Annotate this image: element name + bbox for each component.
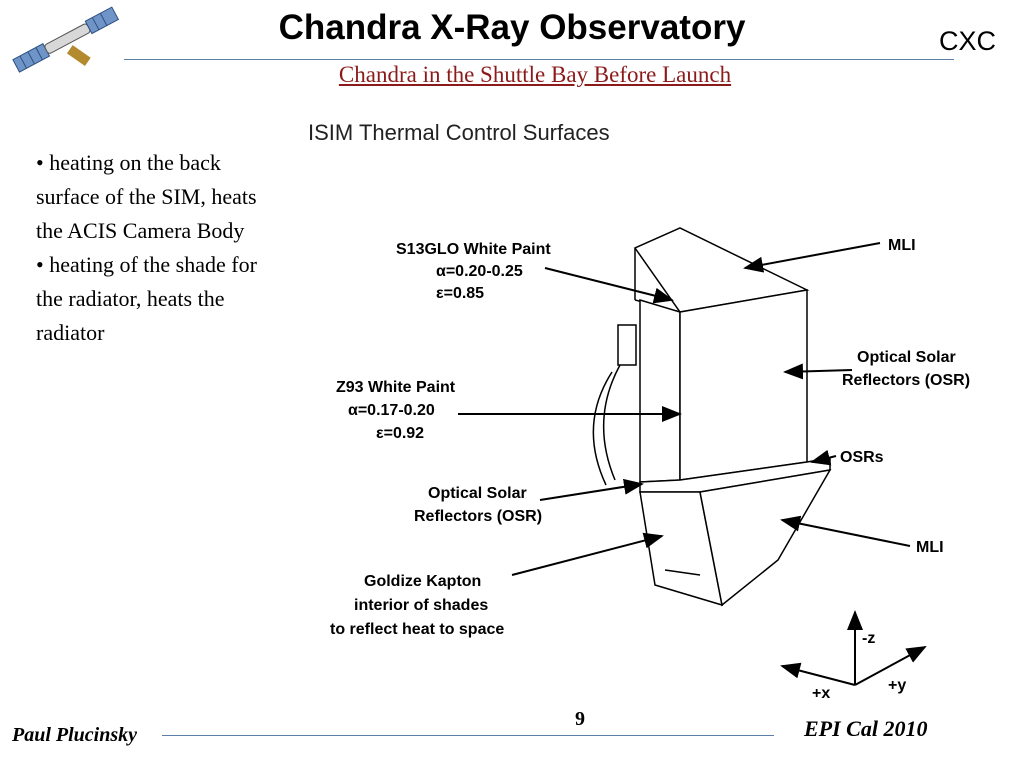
osr-right-label-line1: Optical Solar: [857, 349, 956, 366]
z93-label: Z93 White Paint: [336, 379, 456, 396]
diagram-title: ISIM Thermal Control Surfaces: [308, 120, 610, 145]
s13glo-alpha: α=0.20-0.25: [436, 263, 523, 280]
kapton-label-line1: Goldize Kapton: [364, 573, 481, 590]
osrs-label: OSRs: [840, 449, 884, 466]
s13glo-label: S13GLO White Paint: [396, 241, 551, 258]
z93-alpha: α=0.17-0.20: [348, 402, 435, 419]
page-title: Chandra X-Ray Observatory: [278, 8, 746, 47]
org-label: CXC: [938, 26, 996, 56]
osr-left-label-line2: Reflectors (OSR): [414, 508, 542, 525]
osr-right-label-line2: Reflectors (OSR): [842, 372, 970, 389]
osr-left-label-line1: Optical Solar: [428, 485, 527, 502]
header-divider: [124, 59, 954, 60]
footer-divider: [162, 735, 774, 736]
s13glo-emissivity: ε=0.85: [436, 285, 484, 302]
axis-y-label: +y: [888, 677, 906, 694]
axis-z-label: -z: [862, 630, 875, 647]
page-number: 9: [575, 708, 585, 730]
bullet-list: • heating on the back surface of the SIM…: [36, 146, 286, 350]
mli-bottom-label: MLI: [916, 539, 944, 556]
chandra-satellite-logo: [12, 6, 120, 73]
kapton-label-line3: to reflect heat to space: [330, 621, 504, 638]
isim-diagram: ISIM Thermal Control Surfaces S13GLO Whi…: [308, 120, 970, 702]
mli-top-label: MLI: [888, 237, 916, 254]
event-name: EPI Cal 2010: [804, 716, 928, 741]
z93-emissivity: ε=0.92: [376, 425, 424, 442]
axis-triad: [780, 610, 927, 686]
kapton-label-line2: interior of shades: [354, 597, 488, 614]
isim-structure: [592, 227, 832, 607]
axis-x-label: +x: [812, 685, 830, 702]
diagram-labels: S13GLO White Paint α=0.20-0.25 ε=0.85 ML…: [330, 237, 970, 638]
slide-subtitle: Chandra in the Shuttle Bay Before Launch: [338, 62, 732, 87]
author-name: Paul Plucinsky: [12, 724, 138, 746]
bullet-item: • heating of the shade for the radiator,…: [36, 252, 257, 345]
leader-arrows: [458, 242, 911, 576]
bullet-item: • heating on the back surface of the SIM…: [36, 150, 257, 243]
